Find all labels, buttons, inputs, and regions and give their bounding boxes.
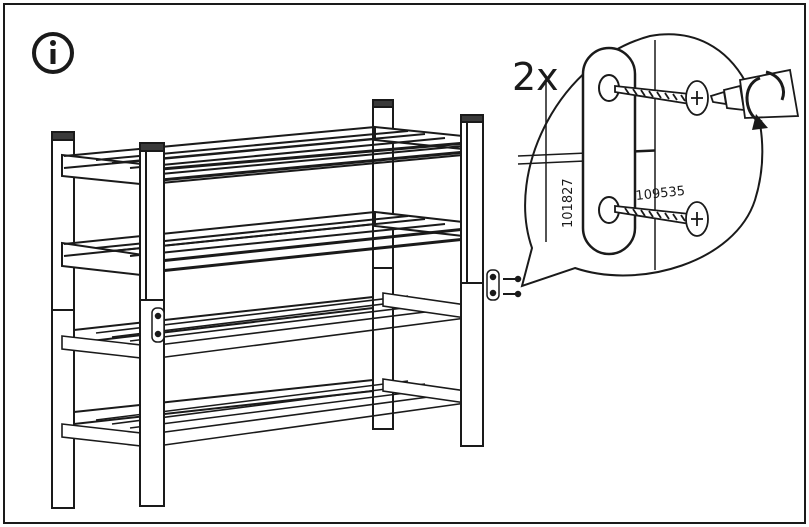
info-circle-icon bbox=[32, 32, 74, 74]
rack-post-front-right bbox=[460, 114, 484, 447]
part-number-screw: 109535 bbox=[635, 184, 686, 204]
bracket-plate-detail bbox=[581, 46, 637, 256]
connector-bracket-left bbox=[151, 307, 165, 343]
detail-callout: 2x 101827 109535 bbox=[512, 33, 800, 288]
screw-bottom-detail bbox=[614, 201, 709, 237]
shelf-third bbox=[61, 292, 467, 360]
clockwise-rotation-icon bbox=[745, 70, 785, 130]
shoe-rack bbox=[51, 99, 522, 509]
rail-back-3 bbox=[73, 296, 374, 331]
shelf-fourth bbox=[61, 378, 467, 448]
rail-back-4 bbox=[73, 379, 374, 413]
rack-post-back-left bbox=[51, 131, 75, 509]
connector-bracket-right bbox=[486, 269, 522, 301]
part-number-bracket: 101827 bbox=[561, 178, 576, 228]
screw-top-detail bbox=[614, 80, 709, 116]
rack-post-back-right bbox=[372, 99, 394, 430]
page-frame bbox=[3, 3, 806, 524]
quantity-label: 2x bbox=[512, 55, 559, 99]
